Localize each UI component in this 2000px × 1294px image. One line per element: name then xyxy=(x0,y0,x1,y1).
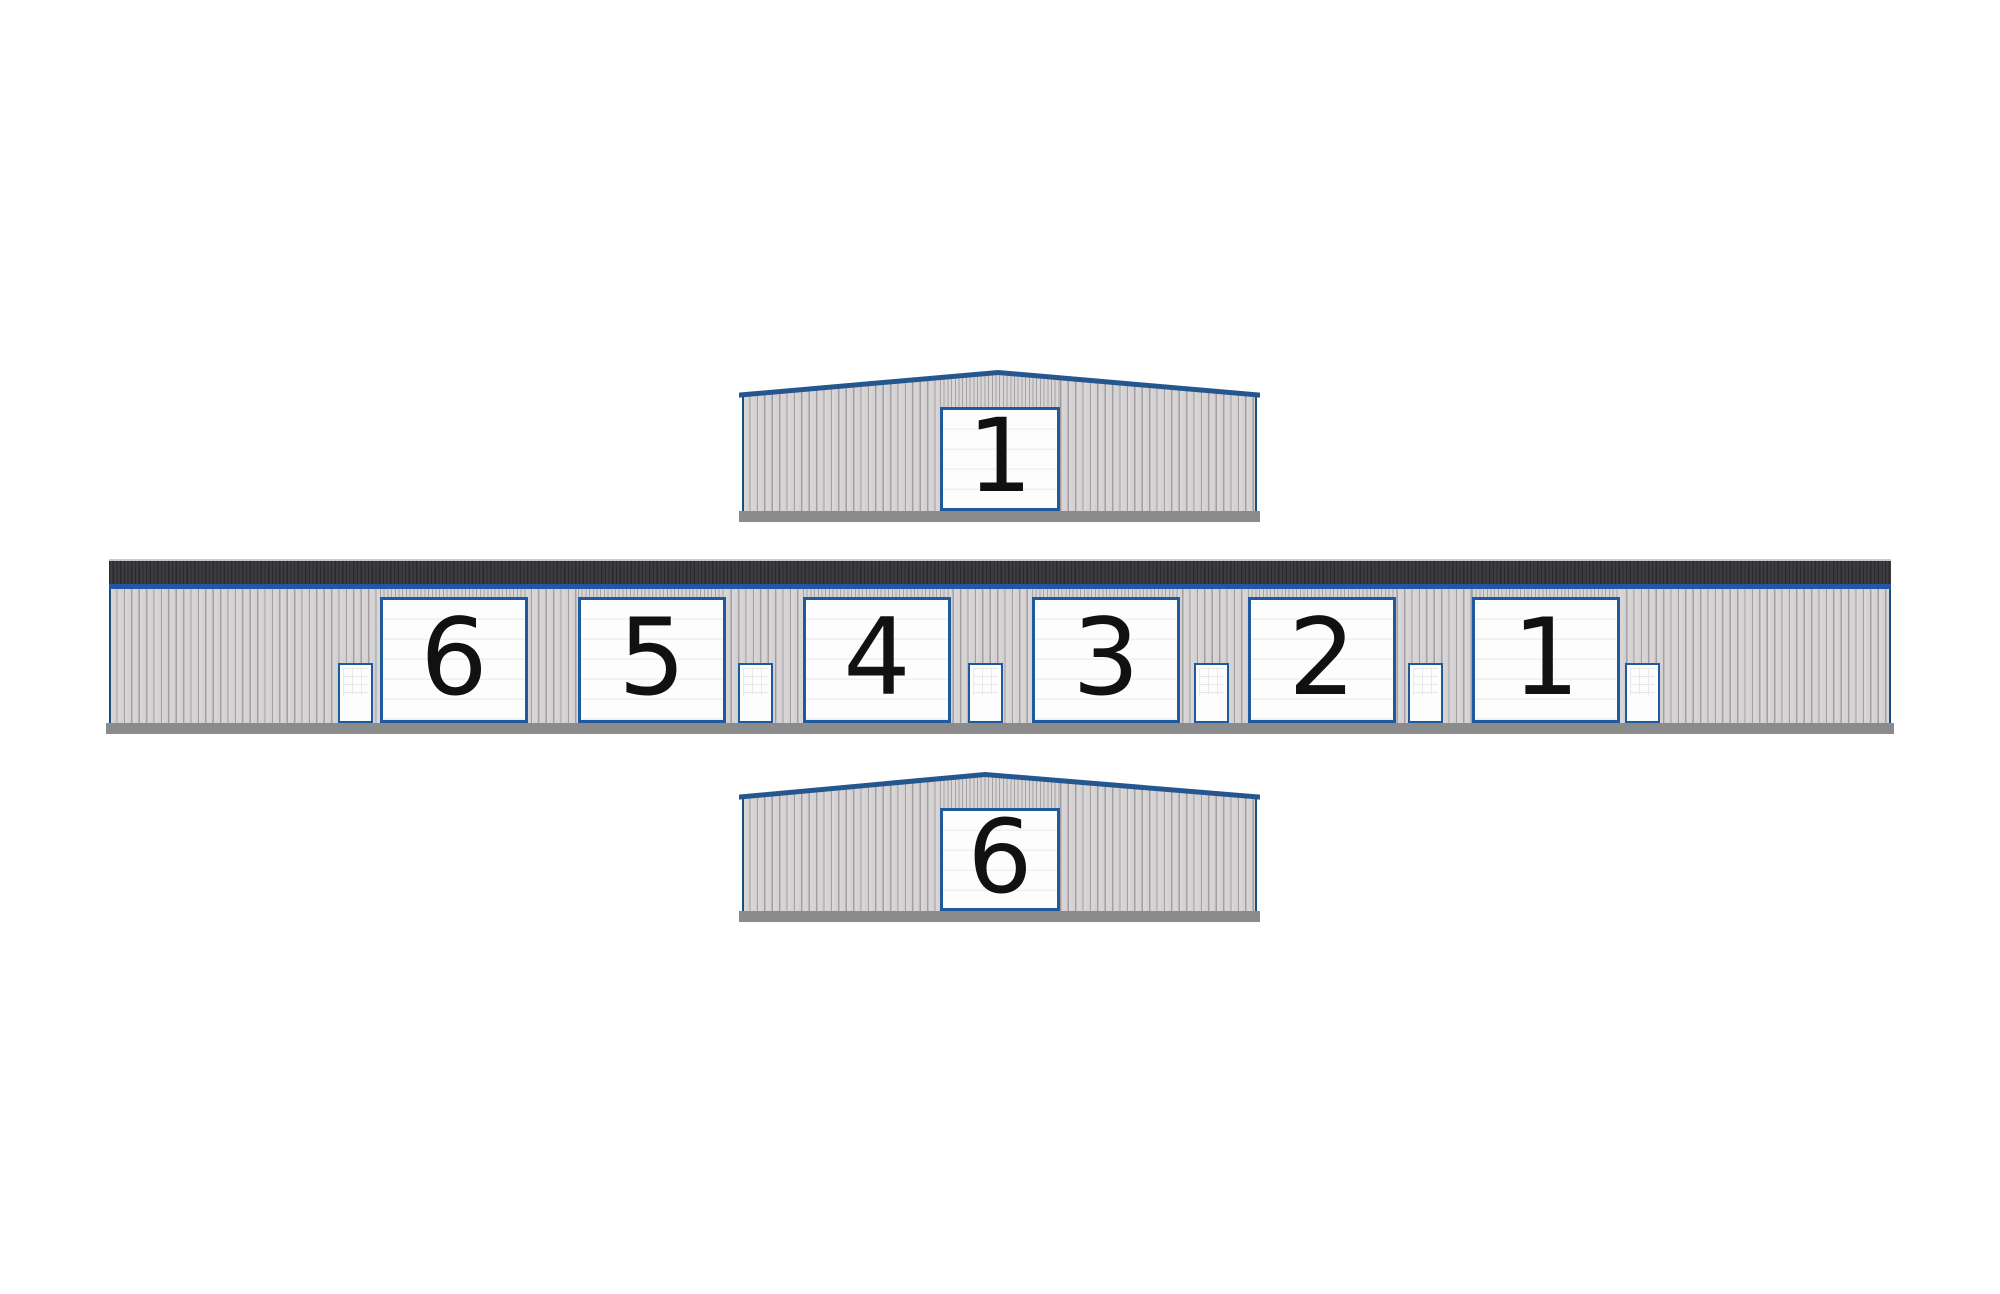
corner-trim-right xyxy=(1889,589,1891,723)
unit-door-label: 6 xyxy=(967,797,1033,917)
door-header-siding xyxy=(380,589,528,597)
corner-trim-left xyxy=(109,589,111,723)
unit-door[interactable]: 6 xyxy=(940,797,1060,917)
man-door xyxy=(1408,663,1443,723)
man-door xyxy=(1625,663,1660,723)
unit-door-label: 4 xyxy=(843,596,911,719)
unit-door-label: 1 xyxy=(967,397,1033,516)
door-header-siding xyxy=(1032,589,1180,597)
unit-door-label: 3 xyxy=(1072,596,1140,719)
unit-door[interactable]: 6 xyxy=(380,597,528,723)
unit-door-label: 1 xyxy=(1512,596,1580,719)
side-wall: 6 5 4 3 2 1 xyxy=(109,589,1891,723)
man-door-window xyxy=(1199,668,1224,695)
door-header-siding xyxy=(1248,589,1396,597)
corner-trim-right xyxy=(1255,395,1257,511)
roof-trim xyxy=(739,771,1260,800)
unit-door[interactable]: 2 xyxy=(1248,597,1396,723)
roof-band xyxy=(109,559,1891,584)
man-door-window xyxy=(973,668,998,695)
unit-door[interactable]: 4 xyxy=(803,597,951,723)
eave-trim xyxy=(109,584,1891,589)
building-end-elevation-bottom: 6 xyxy=(739,771,1260,922)
building-side-elevation: 6 5 4 3 2 1 xyxy=(106,559,1894,734)
man-door xyxy=(738,663,773,723)
unit-door[interactable]: 3 xyxy=(1032,597,1180,723)
door-header-siding xyxy=(803,589,951,597)
foundation-base xyxy=(739,511,1260,522)
man-door xyxy=(968,663,1003,723)
corner-trim-left xyxy=(742,797,744,911)
unit-door[interactable]: 5 xyxy=(578,597,726,723)
unit-door-label: 6 xyxy=(420,596,488,719)
unit-door-label: 2 xyxy=(1288,596,1356,719)
roof-trim xyxy=(739,369,1260,398)
gable-wall: 6 xyxy=(742,775,1257,917)
corner-trim-right xyxy=(1255,797,1257,911)
corner-trim-left xyxy=(742,395,744,511)
door-header-siding xyxy=(1472,589,1620,597)
unit-door[interactable]: 1 xyxy=(1472,597,1620,723)
man-door xyxy=(338,663,373,723)
man-door xyxy=(1194,663,1229,723)
unit-door[interactable]: 1 xyxy=(940,397,1060,516)
door-header-siding xyxy=(940,373,1060,407)
unit-door-label: 5 xyxy=(618,596,686,719)
building-end-elevation-top: 1 xyxy=(739,369,1260,522)
foundation-base xyxy=(106,723,1894,734)
foundation-base xyxy=(739,911,1260,922)
man-door-window xyxy=(1630,668,1655,695)
man-door-window xyxy=(1413,668,1438,695)
gable-wall: 1 xyxy=(742,373,1257,516)
man-door-window xyxy=(743,668,768,695)
man-door-window xyxy=(343,668,368,695)
door-header-siding xyxy=(578,589,726,597)
